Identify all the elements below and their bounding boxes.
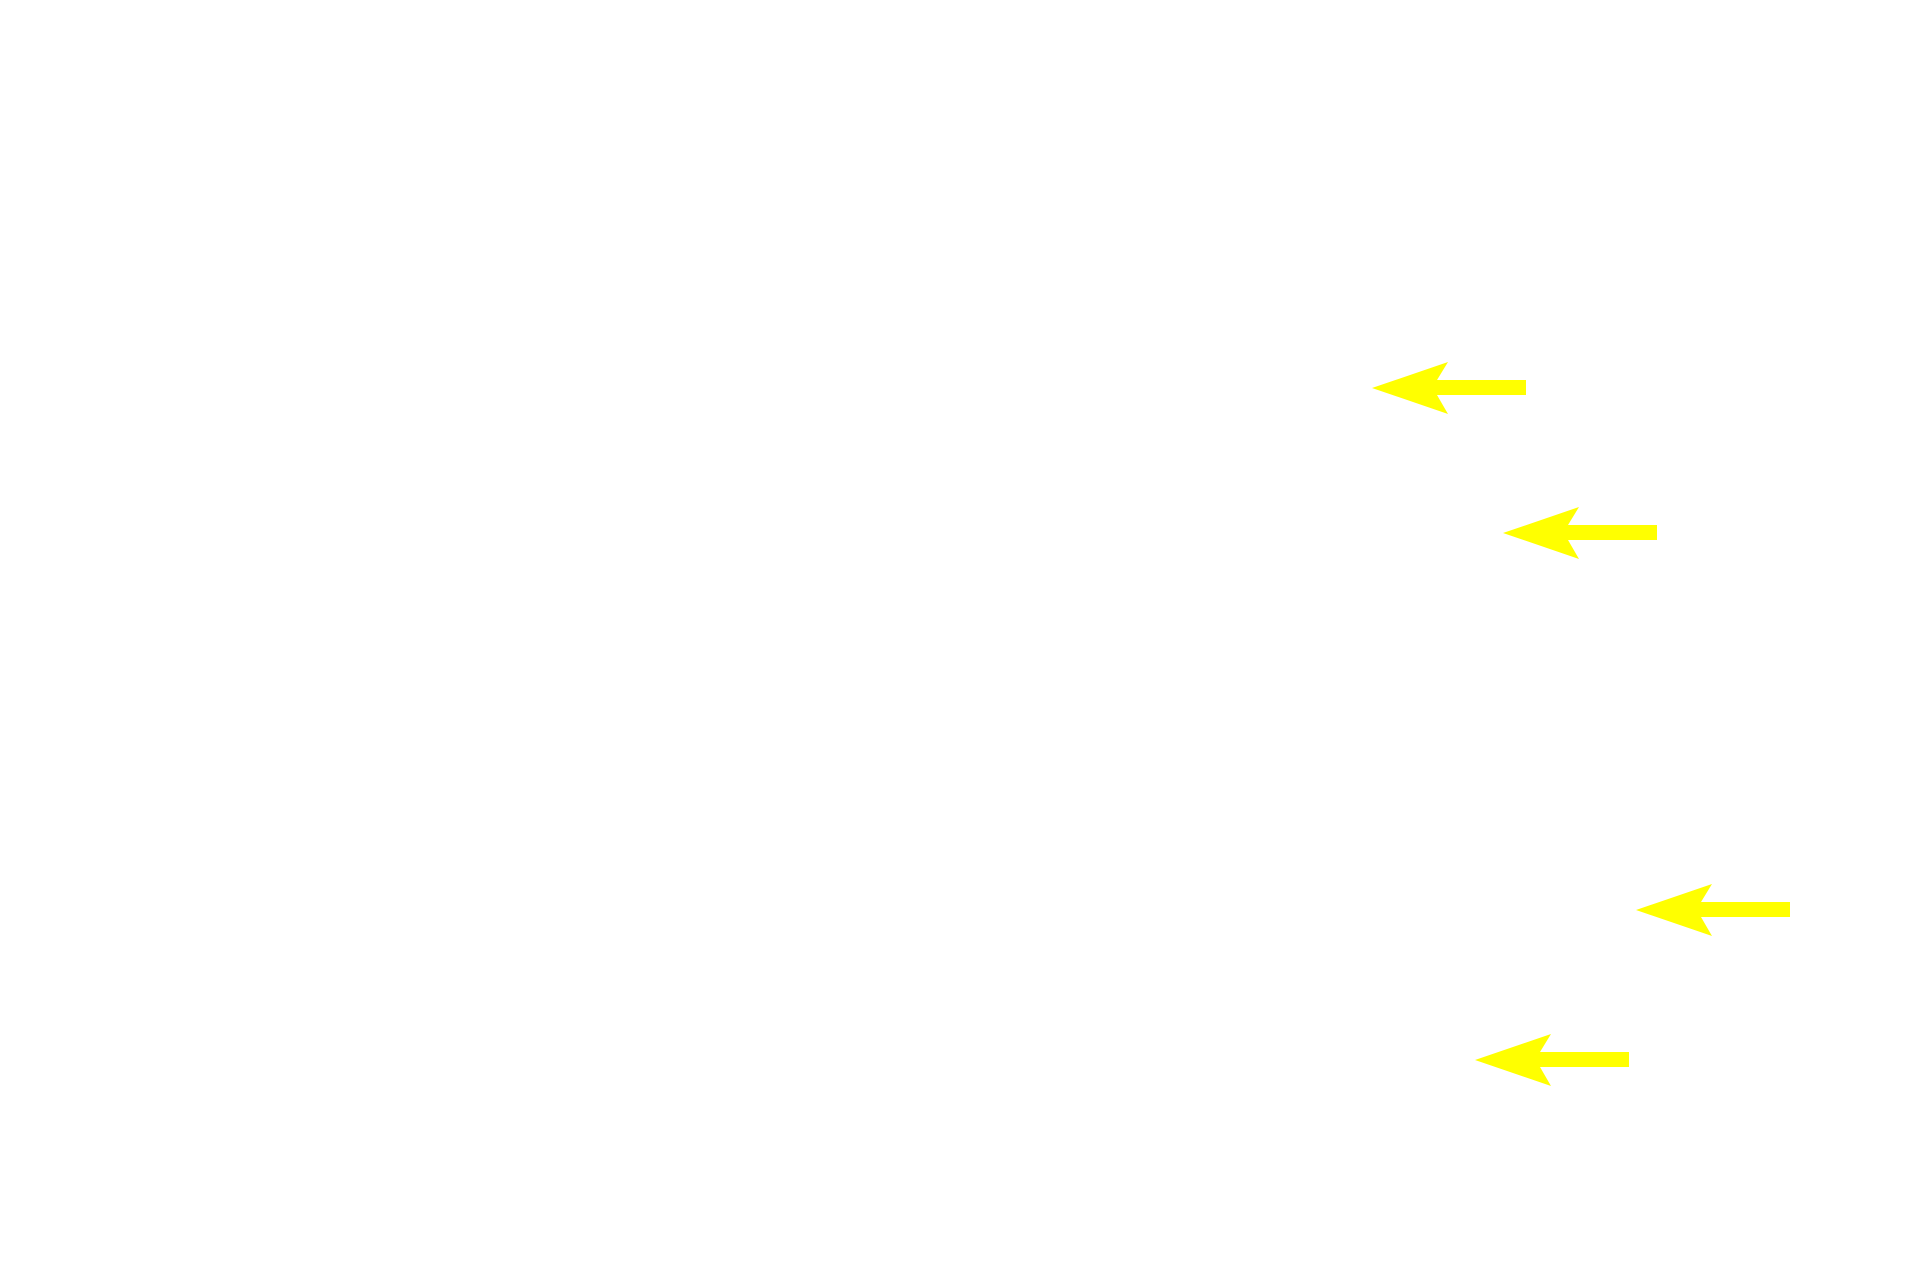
arrow-left-icon-shape bbox=[1503, 507, 1657, 559]
arrow-left-icon bbox=[1475, 1032, 1629, 1088]
arrow-left-icon bbox=[1503, 505, 1657, 561]
arrow-left-icon bbox=[1636, 882, 1790, 938]
arrow-left-icon-shape bbox=[1372, 362, 1526, 414]
arrow-left-icon bbox=[1372, 360, 1526, 416]
arrow-left-icon-shape bbox=[1475, 1034, 1629, 1086]
arrow-left-icon-shape bbox=[1636, 884, 1790, 936]
